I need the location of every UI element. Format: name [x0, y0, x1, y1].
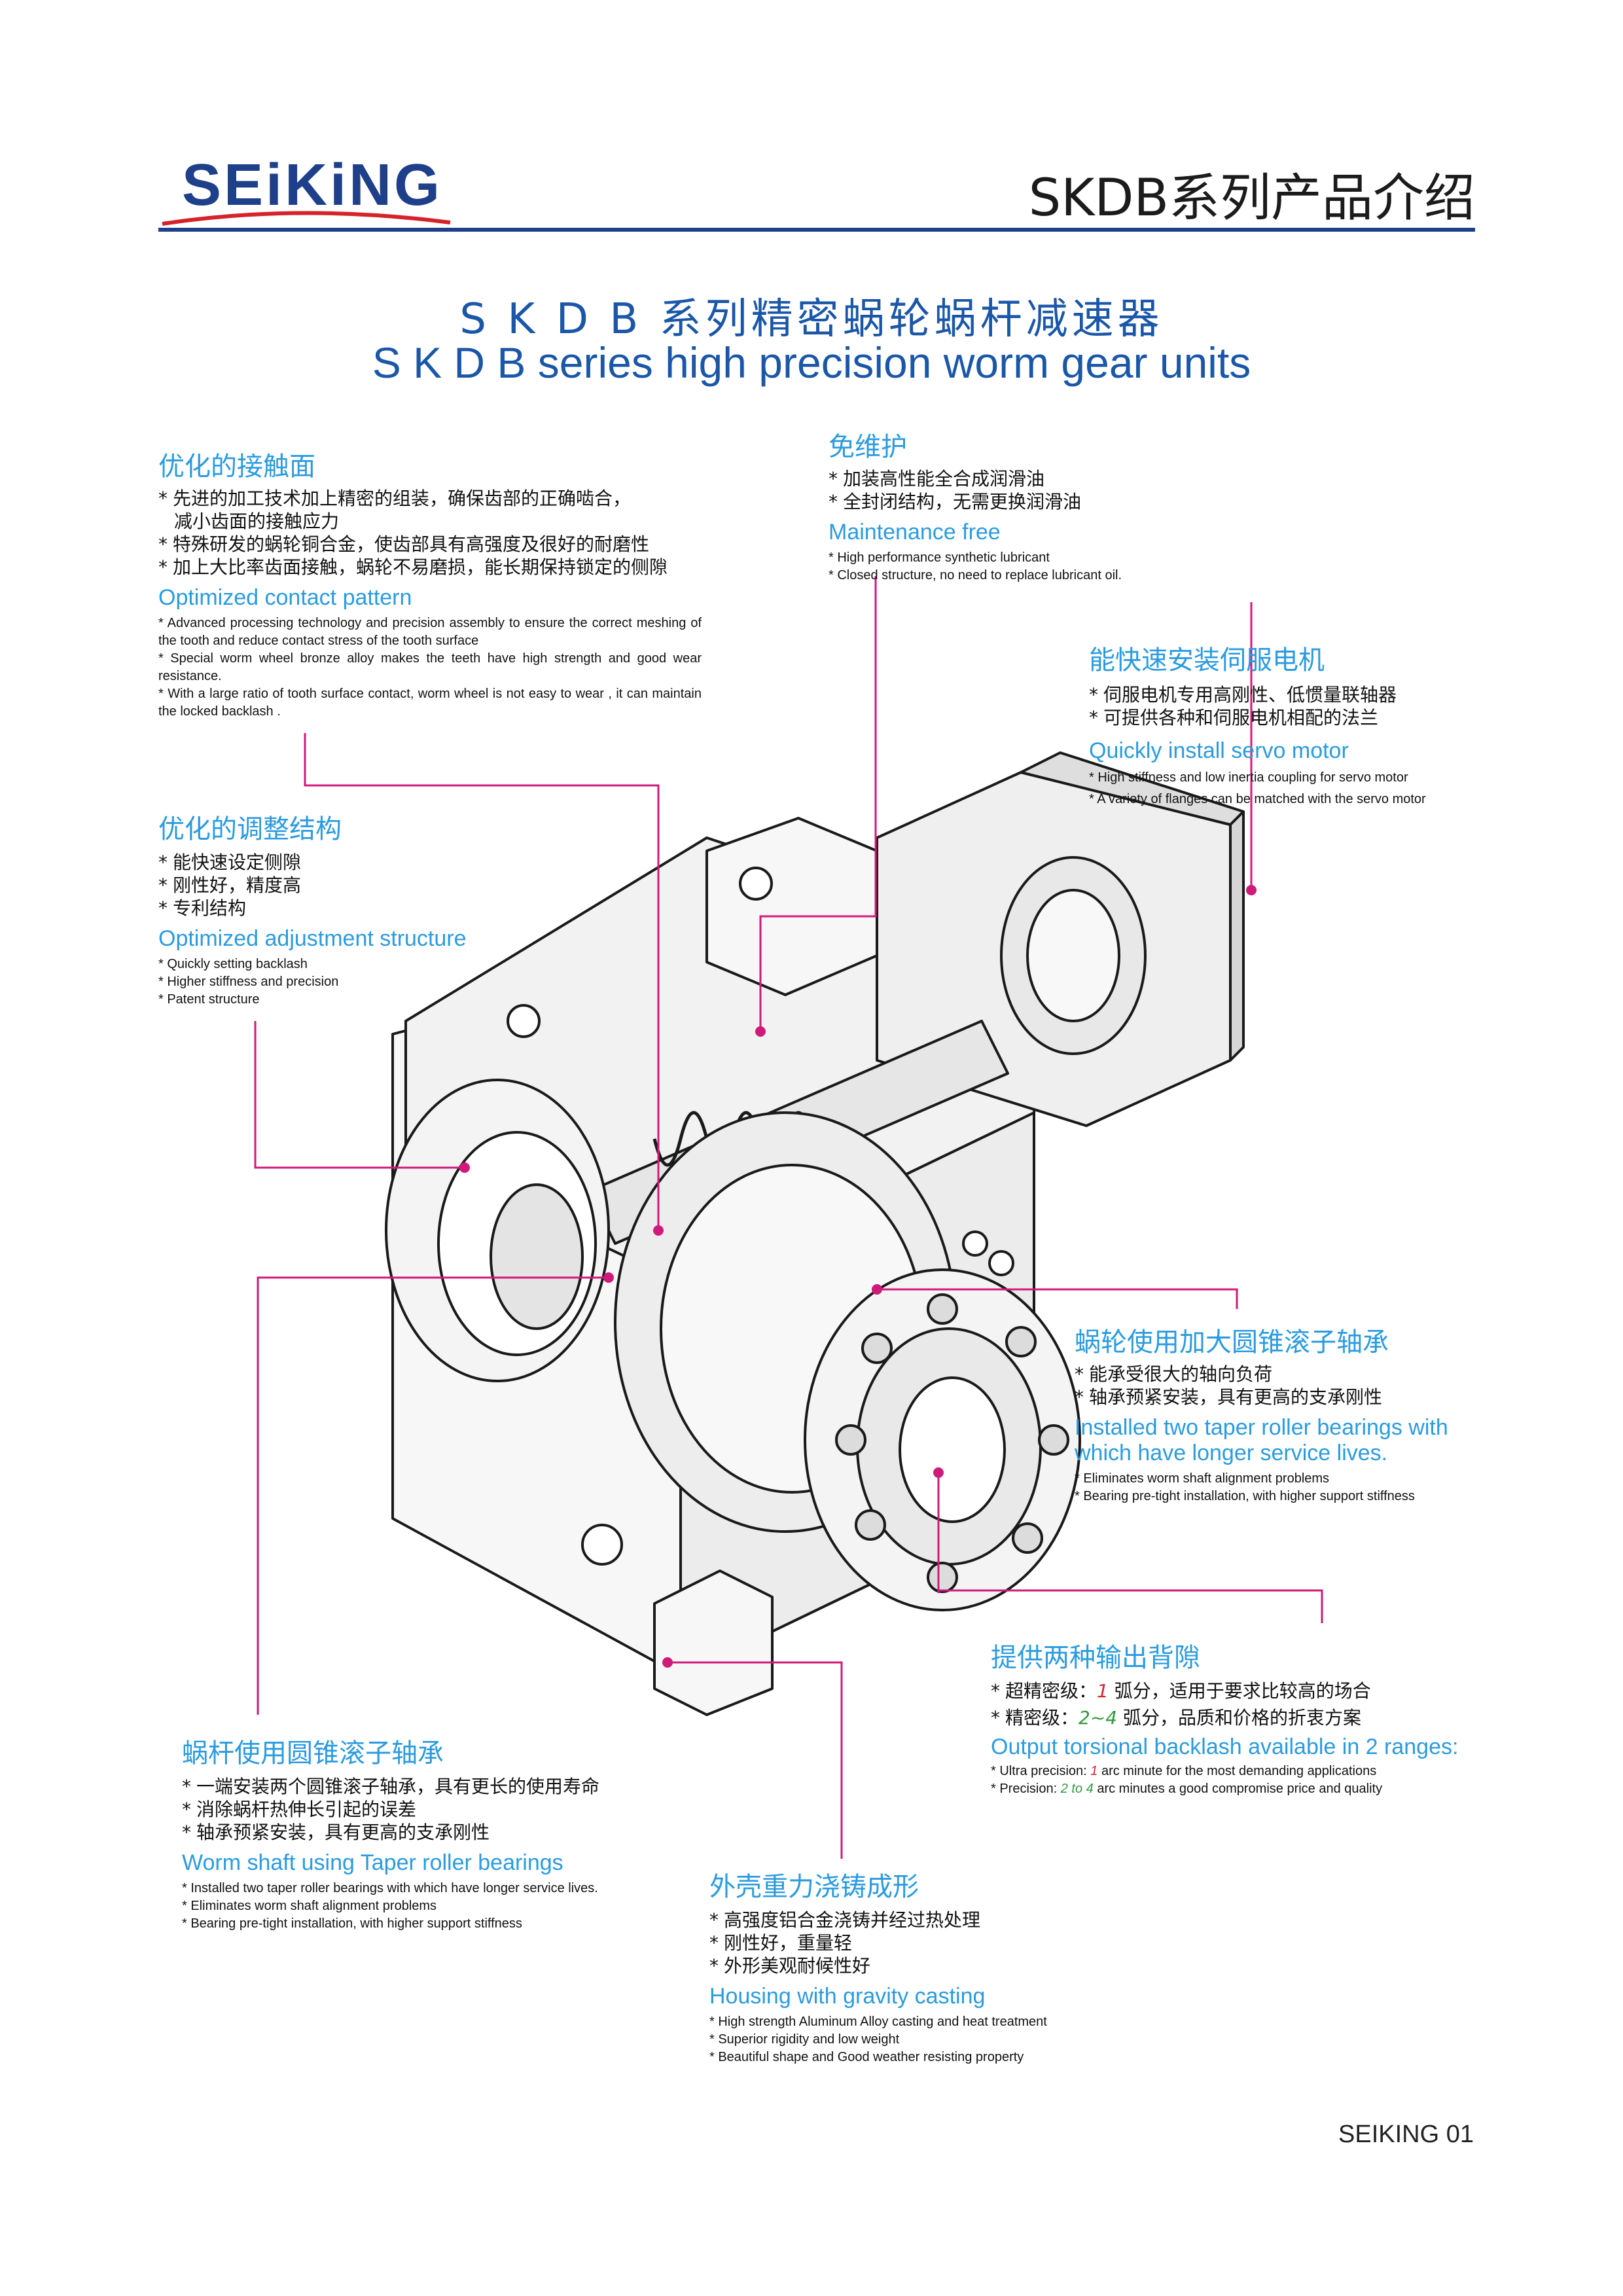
feature-title-en: Worm shaft using Taper roller bearings [182, 1850, 563, 1875]
feature-worm-bearing: 蜗杆使用圆锥滚子轴承 *一端安装两个圆锥滚子轴承，具有更长的使用寿命 *消除蜗杆… [182, 1732, 679, 1933]
feature-item: *特殊研发的蜗轮铜合金，使齿部具有高强度及很好的耐磨性 [158, 533, 650, 555]
page-number: SEIKING 01 [1338, 2121, 1474, 2148]
feature-adjustment-structure: 优化的调整结构 *能快速设定侧隙 *刚性好，精度高 *专利结构 Optimize… [158, 808, 551, 1009]
main-title-cn: S K D B 系列精密蜗轮蜗杆减速器 [459, 295, 1164, 344]
feature-item-en: * Installed two taper roller bearings wi… [182, 1881, 598, 1895]
feature-item-en: * Quickly setting backlash [158, 957, 308, 971]
feature-title-en: Maintenance free [829, 520, 1001, 545]
feature-title-en: Installed two taper roller bearings with [1075, 1415, 1448, 1440]
feature-title-en: Quickly install servo motor [1089, 738, 1349, 763]
feature-item-en: * Patent structure [158, 992, 260, 1007]
feature-item: *超精密级：1 弧分，适用于要求比较高的场合 [991, 1680, 1371, 1702]
feature-item: *加上大比率齿面接触，蜗轮不易磨损，能长期保持锁定的侧隙 [158, 556, 668, 578]
feature-item: *伺服电机专用高刚性、低惯量联轴器 [1089, 684, 1397, 706]
feature-item-en: * Beautiful shape and Good weather resis… [709, 2050, 1024, 2064]
feature-item: *可提供各种和伺服电机相配的法兰 [1089, 707, 1379, 728]
page-header-title: SKDB系列产品介绍 [1028, 169, 1475, 228]
logo-swoosh [162, 211, 451, 226]
feature-item-en: * With a large ratio of tooth surface co… [158, 687, 702, 719]
feature-item: *消除蜗杆热伸长引起的误差 [182, 1799, 417, 1820]
feature-item: *加装高性能全合成润滑油 [829, 468, 1045, 490]
feature-item: *精密级：2~4 弧分，品质和价格的折衷方案 [991, 1707, 1362, 1729]
feature-servo-motor: 能快速安装伺服电机 *伺服电机专用高刚性、低惯量联轴器 *可提供各种和伺服电机相… [1089, 639, 1482, 808]
feature-wheel-bearing: 蜗轮使用加大圆锥滚子轴承 *能承受很大的轴向负荷 *轴承预紧安装，具有更高的支承… [1075, 1321, 1480, 1505]
feature-item: *专利结构 [158, 897, 247, 919]
feature-title-cn: 优化的接触面 [158, 452, 315, 482]
feature-item-en: * Superior rigidity and low weight [709, 2032, 900, 2047]
feature-title-cn: 蜗轮使用加大圆锥滚子轴承 [1075, 1327, 1389, 1357]
feature-item-en: * Bearing pre-tight installation, with h… [182, 1916, 522, 1931]
feature-item-en: * High performance synthetic lubricant [829, 550, 1050, 565]
brand-logo-text: SEiKiNG [182, 152, 443, 218]
feature-item: *一端安装两个圆锥滚子轴承，具有更长的使用寿命 [182, 1776, 600, 1797]
feature-title-en: Optimized contact pattern [158, 585, 412, 610]
header-divider [158, 228, 1475, 232]
feature-item: *外形美观耐候性好 [709, 1955, 871, 1977]
feature-title-en: Optimized adjustment structure [158, 926, 467, 951]
feature-contact-pattern: 优化的接触面 *先进的加工技术加上精密的组装，确保齿部的正确啮合， 减小齿面的接… [158, 445, 702, 721]
feature-item-en: * High strength Aluminum Alloy casting a… [709, 2015, 1047, 2029]
feature-title-cn: 蜗杆使用圆锥滚子轴承 [182, 1738, 444, 1768]
feature-item: *轴承预紧安装，具有更高的支承刚性 [1075, 1386, 1383, 1408]
feature-item-en: * Special worm wheel bronze alloy makes … [158, 651, 702, 683]
feature-item-en: * Precision: 2 to 4 arc minutes a good c… [991, 1782, 1383, 1796]
feature-item-en: * High stiffness and low inertia couplin… [1089, 770, 1408, 785]
feature-title-en: which have longer service lives. [1075, 1441, 1388, 1465]
feature-item-en: * A variety of flanges can be matched wi… [1089, 792, 1426, 806]
feature-item-en: * Eliminates worm shaft alignment proble… [182, 1899, 437, 1913]
feature-item-en: * Bearing pre-tight installation, with h… [1075, 1489, 1415, 1503]
feature-item: *刚性好，重量轻 [709, 1932, 853, 1954]
feature-item: *轴承预紧安装，具有更高的支承刚性 [182, 1821, 490, 1843]
feature-item-en: * Eliminates worm shaft alignment proble… [1075, 1471, 1330, 1486]
feature-item: 减小齿面的接触应力 [174, 511, 340, 532]
feature-item: *刚性好，精度高 [158, 874, 302, 896]
feature-title-cn: 外壳重力浇铸成形 [709, 1872, 919, 1902]
feature-maintenance-free: 免维护 *加装高性能全合成润滑油 *全封闭结构，无需更换润滑油 Maintena… [829, 425, 1221, 584]
feature-item-en: * Closed structure, no need to replace l… [829, 568, 1122, 583]
feature-item: *高强度铝合金浇铸并经过热处理 [709, 1909, 981, 1931]
feature-title-cn: 优化的调整结构 [158, 814, 342, 844]
feature-title-cn: 能快速安装伺服电机 [1089, 645, 1325, 675]
feature-output-backlash: 提供两种输出背隙 *超精密级：1 弧分，适用于要求比较高的场合 *精密级：2~4… [991, 1636, 1488, 1798]
feature-item-en: * Ultra precision: 1 arc minute for the … [991, 1764, 1377, 1778]
feature-title-cn: 免维护 [829, 432, 907, 462]
feature-item-en: * Advanced processing technology and pre… [158, 616, 702, 648]
feature-item: *能快速设定侧隙 [158, 852, 302, 873]
feature-item: *能承受很大的轴向负荷 [1075, 1363, 1273, 1385]
feature-housing-casting: 外壳重力浇铸成形 *高强度铝合金浇铸并经过热处理 *刚性好，重量轻 *外形美观耐… [709, 1865, 1207, 2066]
feature-item: *全封闭结构，无需更换润滑油 [829, 491, 1082, 512]
feature-item: *先进的加工技术加上精密的组装，确保齿部的正确啮合， [158, 488, 632, 509]
feature-title-en: Housing with gravity casting [709, 1984, 986, 2009]
feature-title-en: Output torsional backlash available in 2… [991, 1734, 1459, 1759]
main-title-en: S K D B series high precision worm gear … [372, 338, 1251, 387]
feature-title-cn: 提供两种输出背隙 [991, 1643, 1200, 1673]
feature-item-en: * Higher stiffness and precision [158, 975, 339, 989]
